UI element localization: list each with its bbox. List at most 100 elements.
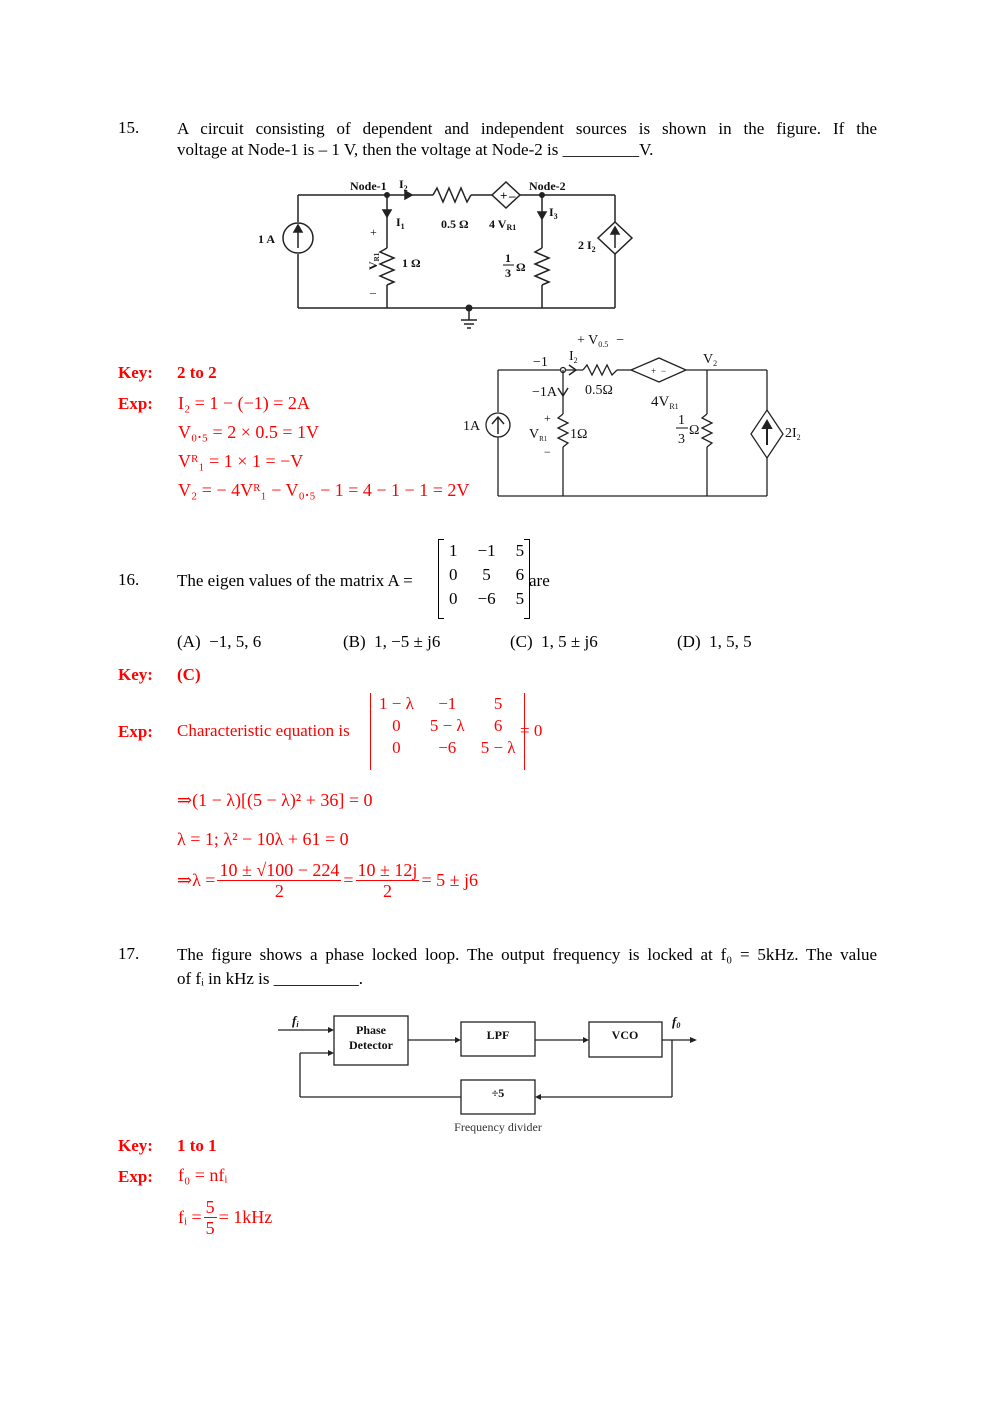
frequency-divider-caption: Frequency divider [454,1120,542,1134]
right-arrow-icon [583,1037,589,1043]
det-cell: 5 [493,694,503,713]
question-16-matrix: 1 −1 5 0 5 6 0 −6 5 [438,539,530,619]
svg-text:–: – [508,188,516,203]
svg-text:−: − [661,366,666,376]
svg-text:+: + [544,411,551,425]
svg-text:−1: −1 [533,355,548,370]
question-15-number: 15. [118,118,140,137]
down-arrow-icon [557,387,569,398]
question-16-number: 16. [118,570,140,589]
svg-text:+: + [651,366,656,376]
svg-text:1A: 1A [463,419,481,434]
svg-text:LPF: LPF [487,1028,510,1042]
det-cell: 1 − λ [379,694,414,713]
question-15-circuit-figure: Node-1 I2 Node-2 I1 I3 0.5 Ω 4 VR1 1 A 1… [258,177,634,329]
down-arrow-icon [381,209,393,219]
svg-text:−1A: −1A [532,385,558,400]
svg-text:÷5: ÷5 [492,1086,505,1100]
question-17-text-line2: of fᵢ in kHz is __________. [177,969,363,988]
det-cell: 5 − λ [429,716,465,735]
question-17-exp-line1: f₀ = nfᵢ [178,1165,228,1185]
question-15-exp-line3: Vᴿ₁ = 1 × 1 = −V [178,451,304,471]
svg-text:I2: I2 [399,177,408,193]
question-15-exp-line4: V₂ = − 4Vᴿ₁ − V₀.₅ − 1 = 4 − 1 − 1 = 2V [178,480,470,500]
option-a: (A) −1, 5, 6 [177,632,262,651]
matrix-cell: 5 [515,589,525,608]
question-15-exp-label: Exp: [118,394,153,413]
up-arrow-icon [491,415,505,425]
svg-text:VR1: VR1 [366,252,381,270]
right-arrow-icon [455,1037,461,1043]
right-arrow-icon [328,1027,334,1033]
svg-text:2I2: 2I2 [785,426,801,442]
svg-text:−: − [544,445,551,459]
svg-text:Phase: Phase [356,1023,387,1037]
left-arrow-icon [535,1094,541,1100]
svg-text:1: 1 [678,413,685,428]
svg-text:+ V0.5−: + V0.5− [577,333,624,349]
question-17-text-line1: The figure shows a phase locked loop. Th… [177,945,877,964]
det-cell: 5 − λ [480,738,516,757]
matrix-cell: −6 [477,589,496,608]
matrix-cell: 1 [449,541,458,560]
det-cell: 0 [392,716,401,735]
det-cell: 0 [392,738,401,757]
svg-text:Detector: Detector [349,1038,394,1052]
svg-text:4VR1: 4VR1 [651,394,679,411]
matrix-cell: 5 [515,541,525,560]
svg-text:VR1: VR1 [529,427,548,443]
svg-text:+: + [500,188,507,203]
question-17-exp-label: Exp: [118,1167,153,1186]
matrix-cell: 0 [449,589,458,608]
option-c: (C) 1, 5 ± j6 [510,632,598,651]
svg-text:–: – [369,285,377,299]
question-16-text: The eigen values of the matrix A = [177,571,413,590]
question-16-key-value: (C) [177,665,201,684]
question-15-solution-circuit: + V0.5− −1 I2 V2 −1A 0.5Ω 4VR1 1A + VR1 … [463,333,801,497]
question-15-exp-line2: V₀.₅ = 2 × 0.5 = 1V [178,422,320,442]
svg-text:0.5 Ω: 0.5 Ω [441,217,469,231]
question-17-number: 17. [118,944,140,963]
up-arrow-icon [609,225,621,235]
question-15-text-line2: voltage at Node-1 is – 1 V, then the vol… [177,140,654,159]
question-16-key-label: Key: [118,665,153,684]
node1-label: Node-1 [350,179,387,193]
option-b: (B) 1, −5 ± j6 [343,632,441,651]
svg-text:3: 3 [678,432,685,447]
down-arrow-icon [536,211,548,221]
right-arrow-icon [328,1050,334,1056]
svg-text:0.5Ω: 0.5Ω [585,383,613,398]
svg-text:1 A: 1 A [258,232,275,246]
question-16-text-after: are [529,571,550,590]
svg-text:fi: fi [292,1013,299,1029]
svg-text:1 Ω: 1 Ω [402,256,421,270]
matrix-cell: 0 [449,565,458,584]
question-16-exp-label: Exp: [118,722,153,741]
svg-text:I2: I2 [569,349,578,365]
lpf-block [460,1021,536,1057]
svg-text:VCO: VCO [612,1028,639,1042]
question-16-exp-intro: Characteristic equation is [177,721,350,740]
question-17-pll-diagram: Phase Detector LPF VCO ÷5 Frequency divi… [278,1013,697,1134]
question-17-key-label: Key: [118,1136,153,1155]
matrix-cell: 5 [482,565,491,584]
question-16-exp-line2: λ = 1; λ² − 10λ + 61 = 0 [177,829,349,849]
svg-text:I3: I3 [549,205,558,221]
right-arrow-icon [690,1037,697,1043]
svg-text:I1: I1 [396,215,405,231]
svg-text:2 I2: 2 I2 [578,238,596,254]
det-cell: 6 [493,716,503,735]
svg-text:V2: V2 [703,352,717,368]
svg-text:4 VR1: 4 VR1 [489,217,516,232]
question-15-key-label: Key: [118,363,153,382]
question-17-key-value: 1 to 1 [177,1136,217,1155]
question-15-text-line1: A circuit consisting of dependent and in… [177,119,877,138]
question-16-det-equals: = 0 [520,721,543,740]
question-15-exp-line1: I₂ = 1 − (−1) = 2A [178,393,310,413]
question-16-determinant: 1 − λ −1 5 0 5 − λ 6 0 −6 5 − λ [370,693,525,770]
svg-text:3: 3 [505,266,511,280]
option-d: (D) 1, 5, 5 [677,632,752,651]
svg-text:f0: f0 [672,1014,680,1030]
